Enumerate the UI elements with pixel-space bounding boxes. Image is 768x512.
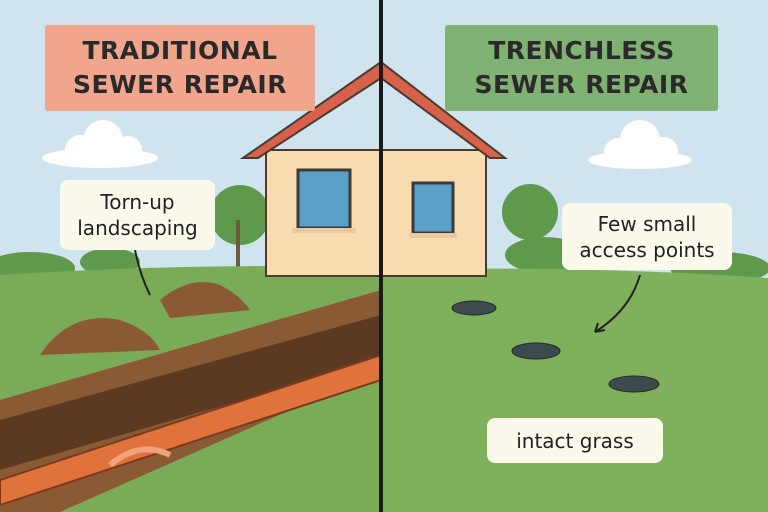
callout-pointer-left <box>134 249 151 296</box>
trench <box>0 282 382 512</box>
grass-right <box>381 268 768 512</box>
left-title-box: TRADITIONAL SEWER REPAIR <box>45 25 315 111</box>
callout-text: Torn-up <box>100 190 175 214</box>
arrow-icon <box>594 274 641 333</box>
callout-text: Few small <box>597 211 697 236</box>
callout-text: access points <box>579 237 715 262</box>
access-points-callout: Few small access points <box>562 203 732 270</box>
access-points <box>451 300 660 393</box>
cloud-left <box>42 120 158 168</box>
intact-grass-label: intact grass <box>487 418 663 463</box>
left-title-line2: SEWER REPAIR <box>73 70 287 99</box>
dirt-mound <box>40 318 160 355</box>
callout-text: landscaping <box>77 216 198 240</box>
window-right <box>411 181 455 235</box>
house <box>239 60 508 277</box>
right-title-line2: SEWER REPAIR <box>474 70 689 99</box>
right-title-box: TRENCHLESS SEWER REPAIR <box>445 25 718 111</box>
left-title-line1: TRADITIONAL <box>82 36 278 65</box>
cloud-right <box>588 120 692 169</box>
window-left <box>296 168 352 230</box>
dirt-mound <box>160 282 250 318</box>
right-title-line1: TRENCHLESS <box>488 36 675 65</box>
label-text: intact grass <box>516 428 634 453</box>
panel-divider <box>379 0 383 512</box>
torn-up-callout: Torn-up landscaping <box>60 180 215 250</box>
